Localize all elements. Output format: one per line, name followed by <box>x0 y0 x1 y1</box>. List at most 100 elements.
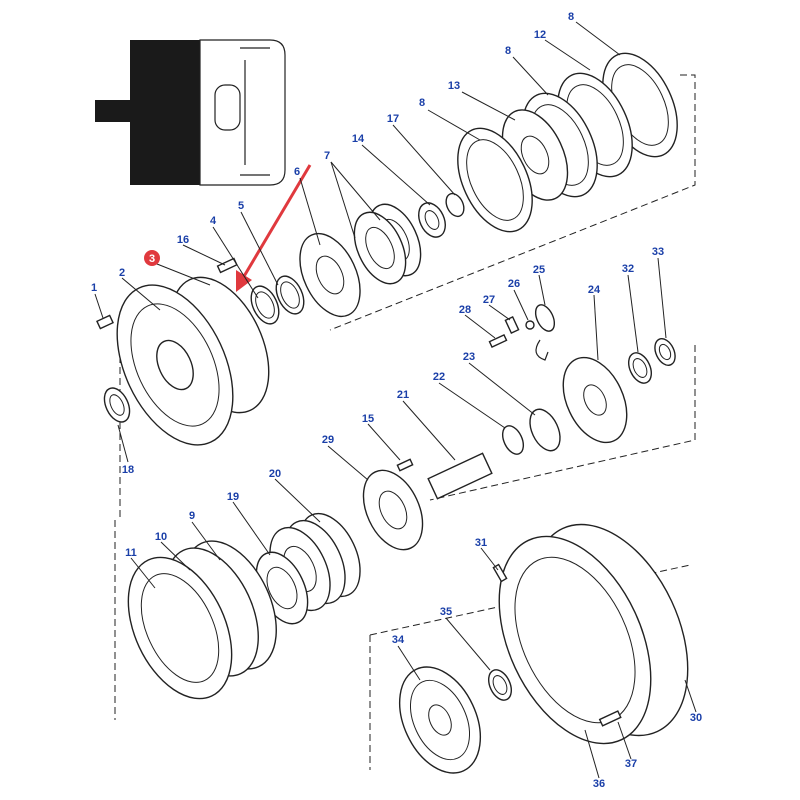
callout-33: 33 <box>652 246 664 258</box>
ring-4-inner <box>255 291 275 319</box>
callout-31: 31 <box>475 537 487 549</box>
callout-27: 27 <box>483 294 495 306</box>
leader-17 <box>392 124 456 196</box>
middle-gear-set <box>362 304 676 551</box>
leader-22 <box>438 382 506 429</box>
hub-13-bore <box>520 135 550 175</box>
thumbnail-shaft <box>95 100 135 122</box>
shaft-28 <box>488 333 508 349</box>
callout-15: 15 <box>362 413 374 425</box>
leader-8-mid <box>512 56 549 96</box>
callout-9: 9 <box>189 510 195 522</box>
callout-3-highlight-badge <box>144 250 160 266</box>
plate-29-bore <box>378 490 408 530</box>
leader-10 <box>160 541 191 571</box>
seal-18 <box>103 387 131 423</box>
leader-26 <box>513 289 529 321</box>
callout-11: 11 <box>125 547 137 559</box>
thumbnail-detail-lines <box>240 47 270 176</box>
boundary-upper <box>329 74 696 331</box>
seal-18-inner <box>109 394 125 416</box>
leader-14 <box>361 144 431 206</box>
washer-26 <box>525 320 535 330</box>
callout-36: 36 <box>593 778 605 790</box>
bolt-15 <box>396 458 414 472</box>
boundary-bottom <box>369 564 691 770</box>
seal-33-inner <box>658 343 672 361</box>
leader-19 <box>232 501 271 556</box>
housing-11 <box>127 556 233 700</box>
leader-34 <box>397 645 421 681</box>
leader-13 <box>461 91 516 121</box>
leader-36 <box>584 729 600 779</box>
callout-30: 30 <box>690 712 702 724</box>
friction-plate-8-front-inner <box>466 139 524 221</box>
callout-8-mid: 8 <box>505 45 511 57</box>
carrier-24 <box>562 356 628 444</box>
leader-4 <box>212 226 259 299</box>
leader-1 <box>94 293 104 319</box>
bolt-37 <box>598 710 622 727</box>
bearing-35 <box>487 669 513 701</box>
assembly-hint-arrow <box>535 339 549 361</box>
callout-13: 13 <box>448 80 460 92</box>
spring-7-front <box>353 211 407 285</box>
ring-gear-34-hub <box>428 704 452 736</box>
callout-19: 19 <box>227 491 239 503</box>
callout-3: 3 <box>149 253 155 265</box>
leader-24 <box>593 294 599 361</box>
plate-29 <box>362 469 424 551</box>
friction-plate-8-front <box>457 127 533 233</box>
leader-28 <box>464 314 496 339</box>
leader-31 <box>480 547 499 571</box>
leader-12 <box>544 39 591 71</box>
ring-gear-34-inner <box>409 679 471 761</box>
assembly-thumbnail <box>95 39 286 186</box>
pin-27 <box>504 316 520 334</box>
leader-30 <box>684 679 697 713</box>
leader-23 <box>468 362 536 416</box>
bearing-32 <box>627 352 653 384</box>
callout-7: 7 <box>324 150 330 162</box>
callout-23: 23 <box>463 351 475 363</box>
piston-6-bore <box>315 255 345 295</box>
leader-6 <box>299 177 321 246</box>
red-arrow-shaft <box>241 164 312 279</box>
leader-8-top <box>575 21 621 56</box>
leader-18 <box>117 424 129 463</box>
ring-4 <box>250 285 280 325</box>
housing-11-inner <box>140 573 220 683</box>
boundary-lines <box>114 74 696 770</box>
callout-21: 21 <box>397 389 409 401</box>
bottom-housing-group <box>398 523 689 774</box>
callout-8-top: 8 <box>568 11 574 23</box>
bearing-32-inner <box>632 358 648 378</box>
callout-8-front: 8 <box>419 97 425 109</box>
bolt-1 <box>96 314 114 330</box>
lower-clutch-pack <box>127 512 361 700</box>
callout-22: 22 <box>433 371 445 383</box>
callout-14: 14 <box>352 133 365 145</box>
ring-5-inner <box>280 281 300 309</box>
ring-gear-34 <box>398 666 482 774</box>
callout-18: 18 <box>122 464 134 476</box>
boundary-mid-right <box>429 345 696 501</box>
thumbnail-dark-housing <box>130 40 200 185</box>
gear-25 <box>534 304 556 332</box>
leader-27 <box>488 304 511 321</box>
callout-16: 16 <box>177 234 189 246</box>
red-arrow-head <box>236 270 252 292</box>
leader-9 <box>191 521 221 561</box>
seal-33 <box>654 338 676 366</box>
piston-6 <box>299 232 361 318</box>
callout-6: 6 <box>294 166 300 178</box>
callout-labels: 8 12 8 13 8 17 14 7 6 5 4 16 3 2 1 18 33… <box>91 11 702 790</box>
plate-19-inner <box>266 566 298 610</box>
callout-5: 5 <box>238 200 244 212</box>
leader-37 <box>617 721 632 760</box>
bearing-35-inner <box>492 675 508 695</box>
leader-7b <box>330 161 356 239</box>
callout-25: 25 <box>533 264 545 276</box>
